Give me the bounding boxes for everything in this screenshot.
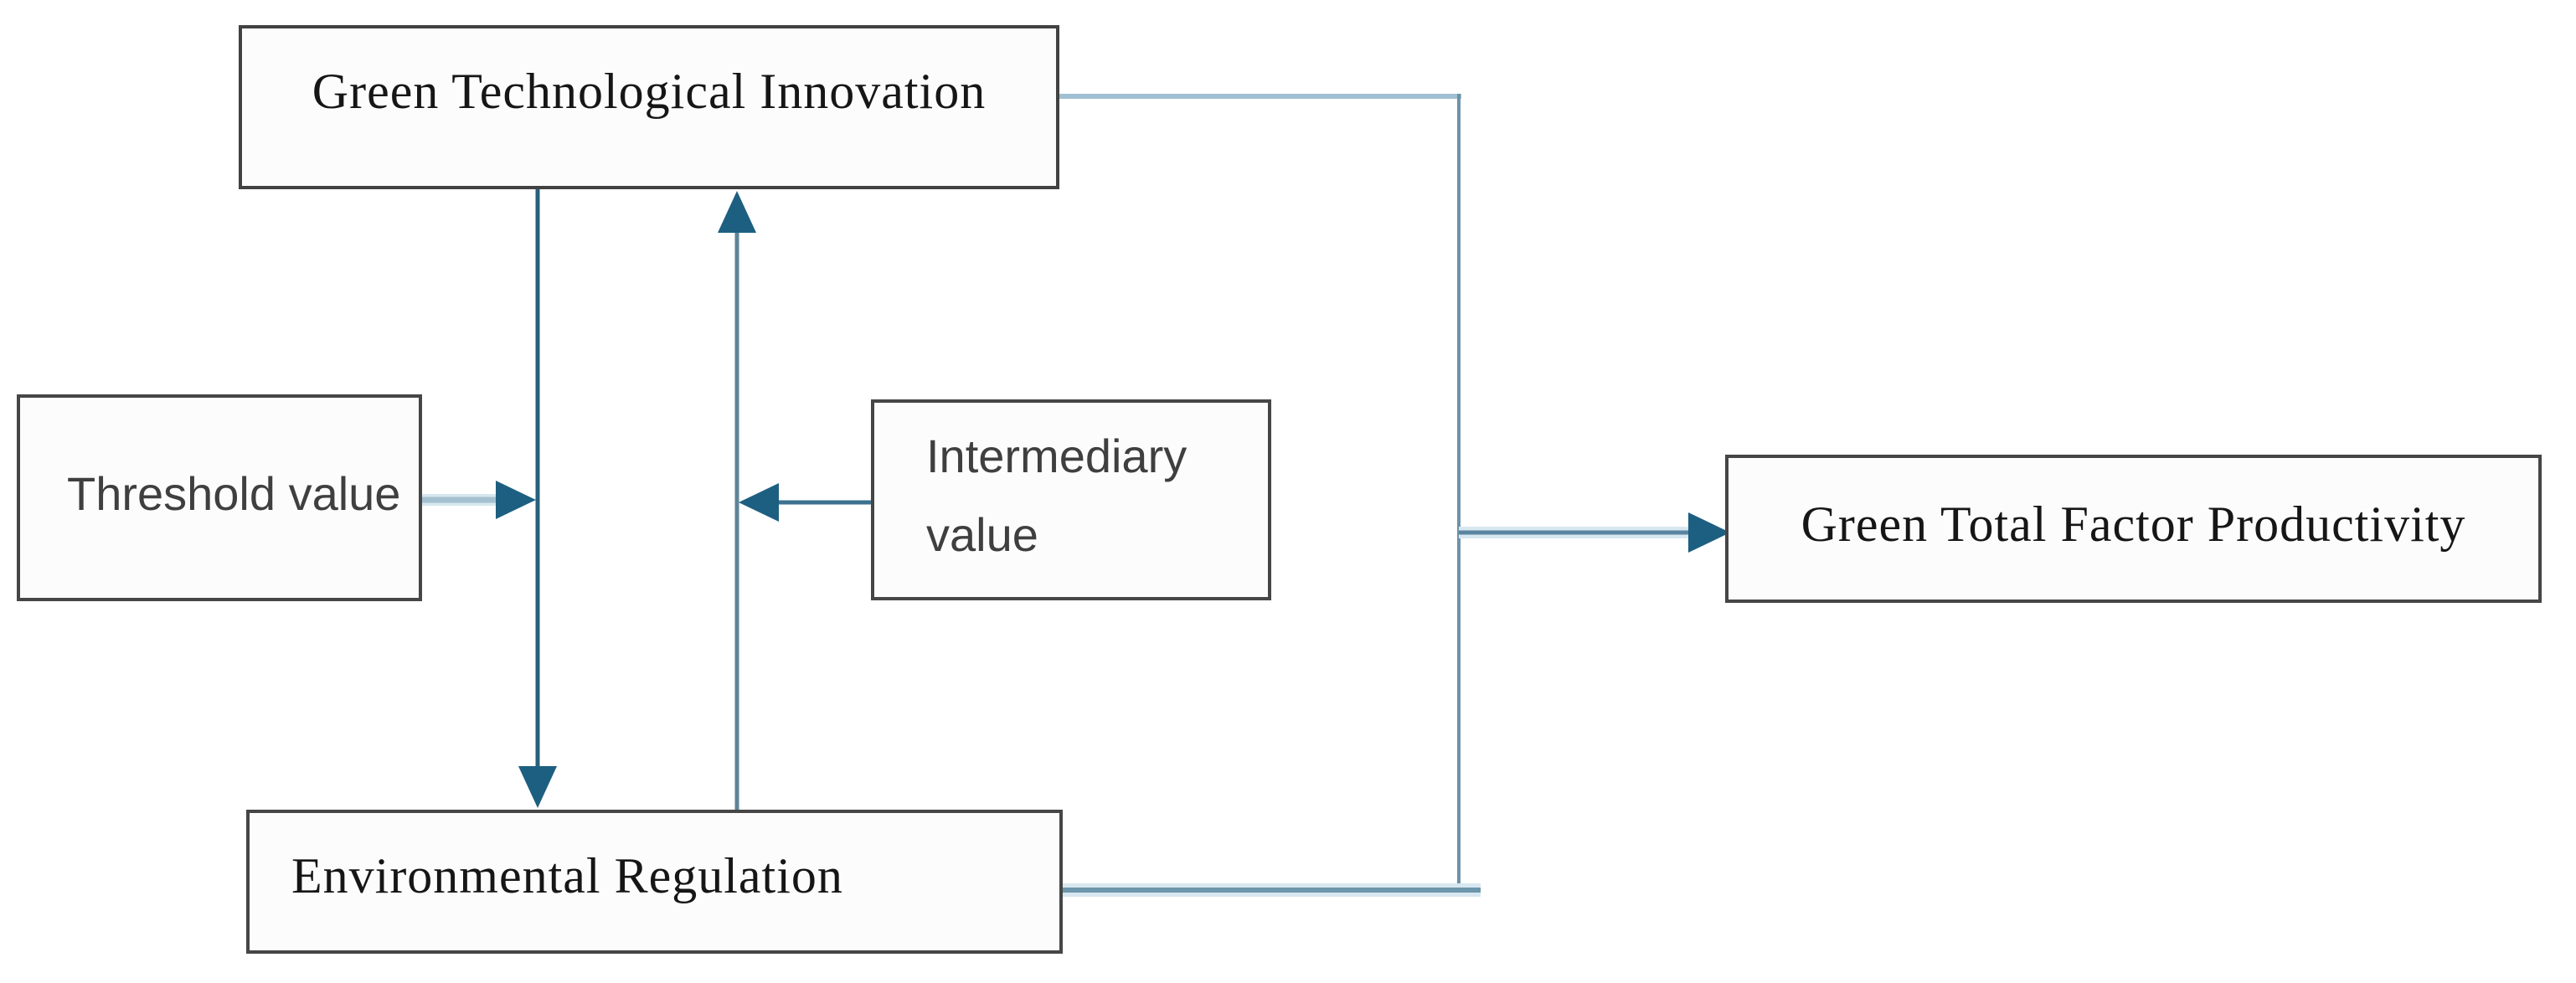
edge-gti-to-er — [518, 189, 557, 808]
edge-gti-to-gtfp-elbow — [1059, 94, 1461, 890]
arrowhead-right-icon — [496, 481, 536, 519]
node-threshold-value: Threshold value — [17, 394, 422, 601]
node-green-technological-innovation: Green Technological Innovation — [239, 25, 1059, 189]
node-label: Green Technological Innovation — [312, 63, 987, 119]
edge-intermediary-to-link — [739, 483, 871, 522]
edge-threshold-to-link — [422, 481, 536, 519]
arrowhead-down-icon — [518, 766, 557, 808]
arrowhead-up-icon — [718, 191, 756, 233]
node-label: Green Total Factor Productivity — [1801, 497, 2466, 552]
arrowhead-right-icon — [1688, 512, 1730, 553]
node-green-total-factor-productivity: Green Total Factor Productivity — [1725, 455, 2542, 603]
edge-er-to-gti — [718, 191, 756, 810]
node-label: Environmental Regulation — [291, 847, 843, 903]
arrowhead-left-icon — [739, 483, 779, 522]
node-label: Intermediary value — [926, 430, 1188, 561]
node-label: Threshold value — [67, 466, 401, 520]
edge-trunk-to-gtfp-arrow — [1459, 512, 1730, 553]
node-environmental-regulation: Environmental Regulation — [246, 810, 1063, 954]
node-intermediary-value: Intermediary value — [871, 399, 1271, 600]
